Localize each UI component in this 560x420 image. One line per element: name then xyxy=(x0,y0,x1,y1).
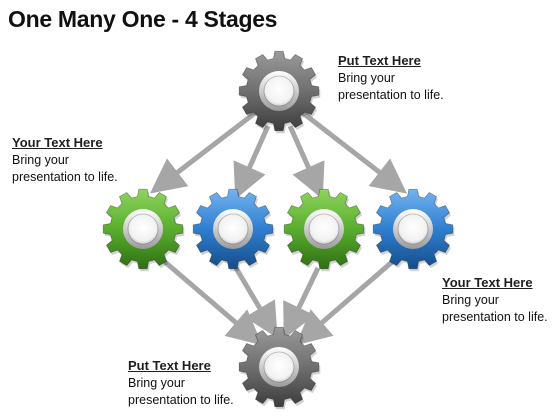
arrow-to-gear-3 xyxy=(287,124,325,200)
page-title: One Many One - 4 Stages xyxy=(8,6,278,32)
gear-bottom-gray-icon xyxy=(238,326,321,410)
gear-middle-1-green-icon xyxy=(102,188,185,272)
arrow-from-gear-1 xyxy=(163,260,263,346)
gear-middle-3-green-icon xyxy=(283,188,366,272)
callout-right-heading: Your Text Here xyxy=(442,275,533,290)
callout-right-body: Bring your presentation to life. xyxy=(442,293,548,324)
gear-top-gray-icon xyxy=(238,50,321,134)
arrow-to-gear-1 xyxy=(149,111,257,194)
callout-left-heading: Your Text Here xyxy=(12,135,103,150)
gears-group xyxy=(102,50,455,410)
callout-right: Your Text Here Bring your presentation t… xyxy=(442,274,560,326)
gear-middle-4-blue-icon xyxy=(372,188,455,272)
arrow-from-gear-2 xyxy=(233,266,278,339)
connector-arrows xyxy=(149,111,408,346)
callout-bottom-body: Bring your presentation to life. xyxy=(128,376,234,407)
callout-left: Your Text Here Bring your presentation t… xyxy=(12,134,140,186)
gear-middle-2-blue-icon xyxy=(192,188,275,272)
callout-bottom: Put Text Here Bring your presentation to… xyxy=(128,357,256,409)
arrow-from-gear-3 xyxy=(283,266,321,340)
callout-top-heading: Put Text Here xyxy=(338,53,421,68)
callout-left-body: Bring your presentation to life. xyxy=(12,153,118,184)
arrow-from-gear-4 xyxy=(295,260,394,346)
callout-bottom-heading: Put Text Here xyxy=(128,358,211,373)
callout-top-body: Bring your presentation to life. xyxy=(338,71,444,102)
arrow-to-gear-2 xyxy=(233,124,271,200)
callout-top: Put Text Here Bring your presentation to… xyxy=(338,52,466,104)
arrow-to-gear-4 xyxy=(301,111,408,194)
